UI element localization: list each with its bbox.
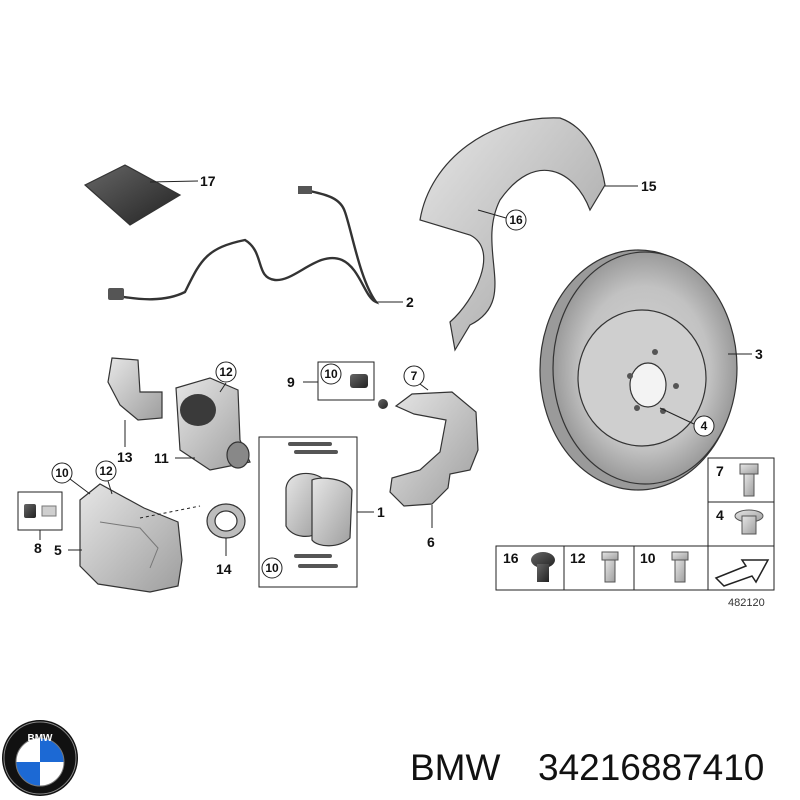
part-8-clip — [17, 491, 63, 531]
part-15-dust-shield — [419, 117, 606, 352]
callout-11: 11 — [154, 450, 169, 466]
callout-13: 13 — [117, 449, 133, 465]
callout-12-circle-caliper: 12 — [95, 460, 117, 495]
callout-8: 8 — [34, 540, 42, 556]
arrow-icon — [714, 559, 770, 587]
callout-12-circle-upper: 12 — [215, 361, 237, 393]
part-13-bracket — [107, 357, 163, 421]
callout-1: 1 — [377, 504, 385, 520]
callout-10c: 10 — [55, 466, 69, 480]
callout-5: 5 — [54, 542, 62, 558]
callout-16: 16 — [509, 213, 523, 227]
callout-2: 2 — [406, 294, 414, 310]
diagram-reference: 482120 — [728, 597, 765, 609]
logo-letters: BMW — [28, 733, 54, 744]
legend-item-12: 12 — [570, 550, 586, 566]
bmw-logo: BMW — [2, 720, 78, 796]
callout-4: 4 — [701, 419, 708, 433]
bolt-12-icon — [601, 551, 619, 583]
callout-14: 14 — [216, 561, 232, 577]
bolt-legend-table: 7 4 16 12 10 482120 — [495, 457, 775, 609]
callout-12a: 12 — [219, 365, 233, 379]
part-1-pad-set: 10 — [258, 436, 358, 588]
part-3-brake-disc — [539, 249, 738, 491]
part-11-motor — [175, 377, 251, 471]
callout-3: 3 — [755, 346, 763, 362]
callout-16-circle: 16 — [477, 209, 527, 231]
legend-item-16: 16 — [503, 550, 519, 566]
part-17-pad — [83, 164, 182, 226]
callout-12b: 12 — [99, 464, 113, 478]
callout-17: 17 — [200, 173, 216, 189]
part-9-guide-group: 10 — [317, 361, 388, 409]
bolt-10-icon — [671, 551, 689, 583]
callout-7-circle: 7 — [403, 365, 429, 391]
part-6-caliper-carrier — [389, 391, 479, 507]
callout-15: 15 — [641, 178, 657, 194]
legend-item-4: 4 — [716, 507, 724, 523]
legend-item-10: 10 — [640, 550, 656, 566]
part-2-wear-sensor — [108, 186, 380, 305]
bolt-7-icon — [739, 463, 759, 497]
callout-10b: 10 — [265, 561, 279, 575]
part-5-caliper — [79, 483, 183, 593]
bolt-4-icon — [734, 509, 764, 535]
callout-9: 9 — [287, 374, 295, 390]
legend-item-7: 7 — [716, 463, 724, 479]
callout-10-circle-caliper: 10 — [51, 462, 91, 495]
bolt-16-icon — [531, 552, 555, 582]
callout-6: 6 — [427, 534, 435, 550]
callout-4-circle: 4 — [659, 407, 715, 437]
callout-7a: 7 — [411, 369, 418, 383]
callout-10a: 10 — [324, 367, 338, 381]
part-14-seal — [206, 503, 246, 539]
footer-part-number: 34216887410 — [538, 747, 764, 788]
footer-brand: BMW — [410, 747, 501, 788]
